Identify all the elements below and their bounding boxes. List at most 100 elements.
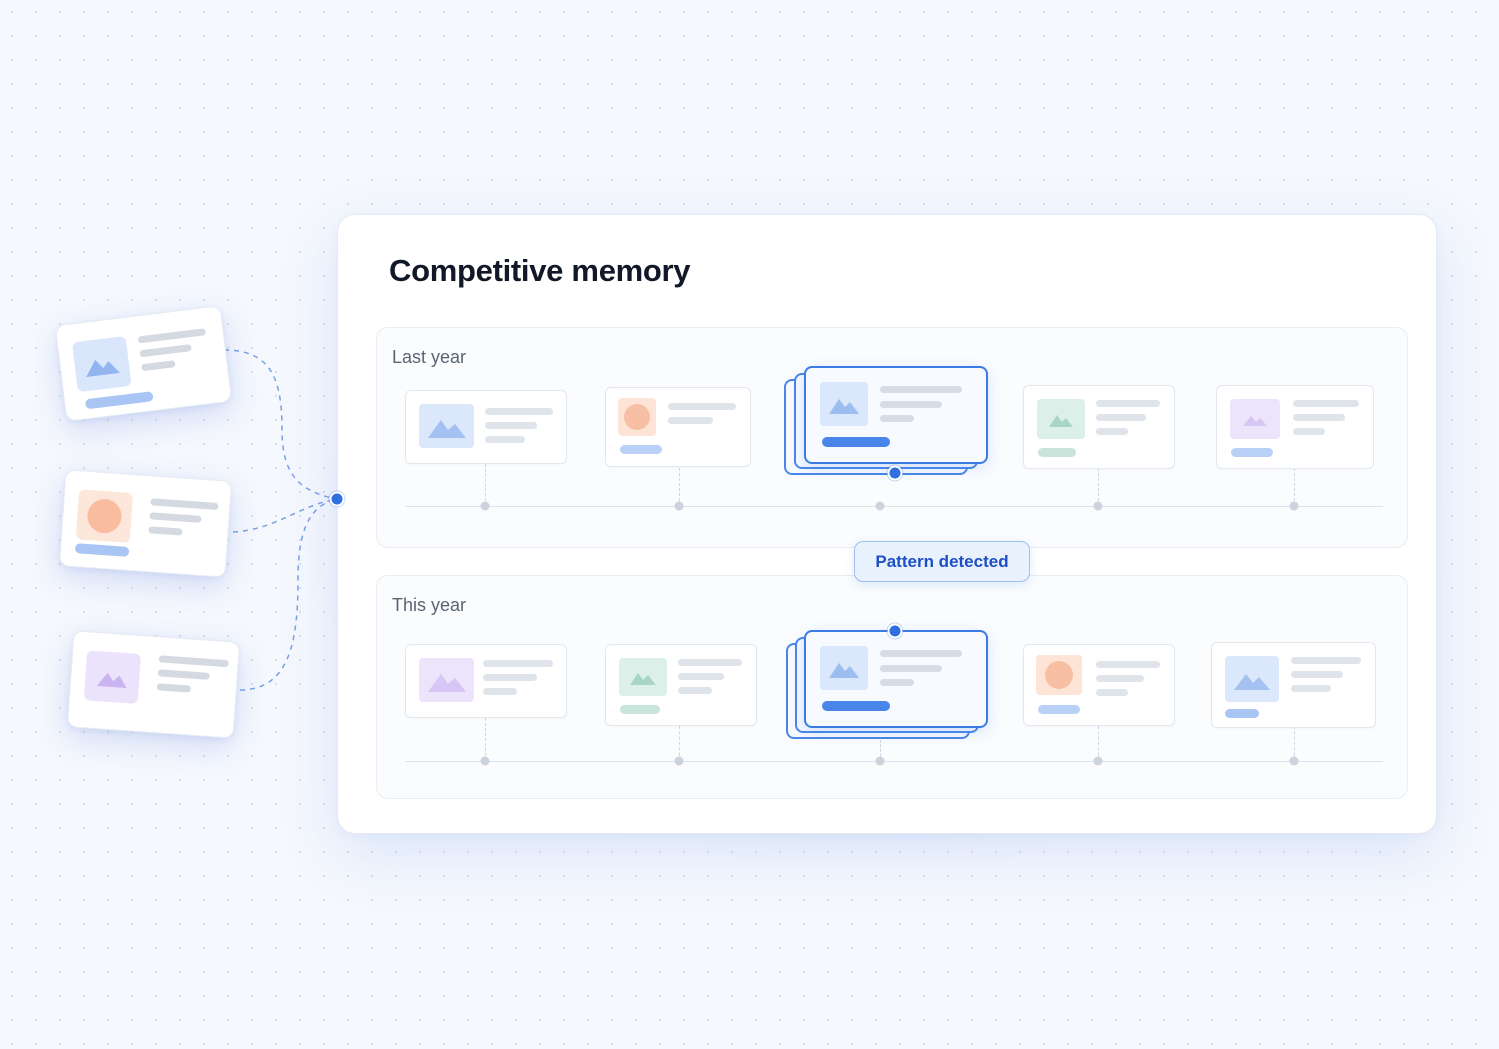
text-placeholder: [485, 408, 553, 415]
circle-avatar-icon: [1036, 655, 1082, 695]
text-placeholder: [1293, 400, 1359, 407]
text-placeholder: [1293, 414, 1345, 421]
timeline-dot: [875, 501, 885, 511]
text-placeholder: [1096, 675, 1144, 682]
text-placeholder: [485, 422, 537, 429]
text-placeholder: [880, 415, 914, 422]
timeline-card[interactable]: [1023, 644, 1175, 726]
highlight-bar: [822, 437, 890, 447]
text-placeholder: [157, 669, 210, 680]
timeline-card[interactable]: [605, 644, 757, 726]
timeline-tick: [880, 740, 882, 761]
tag-pill: [74, 543, 130, 557]
text-placeholder: [880, 401, 942, 408]
image-icon: [83, 650, 142, 704]
text-placeholder: [150, 498, 219, 511]
image-icon: [1037, 399, 1085, 439]
text-placeholder: [483, 688, 517, 695]
tag-pill: [1038, 448, 1076, 457]
timeline-line: [405, 506, 1383, 507]
text-placeholder: [149, 512, 202, 523]
text-placeholder: [1096, 689, 1128, 696]
highlighted-card-this-year[interactable]: [804, 630, 988, 728]
image-icon: [820, 382, 868, 426]
timeline-card[interactable]: [1216, 385, 1374, 469]
timeline-dot: [1289, 756, 1299, 766]
timeline-dot: [480, 501, 490, 511]
text-placeholder: [483, 660, 553, 667]
text-placeholder: [880, 665, 942, 672]
text-placeholder: [668, 417, 713, 424]
text-placeholder: [678, 673, 724, 680]
source-card-purple[interactable]: [66, 630, 241, 739]
circle-avatar-icon: [75, 489, 134, 543]
image-icon: [71, 335, 132, 393]
timeline-tick: [1098, 468, 1100, 506]
timeline-card[interactable]: [405, 644, 567, 718]
timeline-tick: [485, 464, 487, 506]
text-placeholder: [141, 360, 176, 372]
timeline-tick: [1294, 726, 1296, 761]
image-icon: [419, 404, 474, 448]
connector-node: [887, 465, 903, 481]
text-placeholder: [148, 526, 183, 536]
image-icon: [820, 646, 868, 690]
highlighted-card-last-year[interactable]: [804, 366, 988, 464]
timeline-card[interactable]: [405, 390, 567, 464]
tag-pill: [1038, 705, 1080, 714]
text-placeholder: [483, 674, 537, 681]
image-icon: [1225, 656, 1279, 702]
timeline-tick: [679, 468, 681, 506]
timeline-tick: [679, 726, 681, 761]
image-icon: [419, 658, 474, 702]
image-icon: [1230, 399, 1280, 439]
pattern-detected-badge[interactable]: Pattern detected: [854, 541, 1030, 582]
competitive-memory-panel: Competitive memory Last year: [337, 214, 1437, 834]
text-placeholder: [880, 650, 962, 657]
timeline-dot: [480, 756, 490, 766]
text-placeholder: [1291, 657, 1361, 664]
text-placeholder: [158, 655, 229, 668]
timeline-dot: [1093, 756, 1103, 766]
circle-avatar-icon: [618, 398, 656, 436]
text-placeholder: [1293, 428, 1325, 435]
panel-title: Competitive memory: [389, 253, 691, 288]
text-placeholder: [1096, 661, 1160, 668]
tag-pill: [620, 445, 662, 454]
tag-pill: [1225, 709, 1259, 718]
highlight-bar: [822, 701, 890, 711]
timeline-dot: [674, 756, 684, 766]
text-placeholder: [137, 328, 207, 344]
timeline-tick: [1098, 726, 1100, 761]
text-placeholder: [156, 683, 192, 693]
text-placeholder: [1096, 428, 1128, 435]
text-placeholder: [678, 659, 742, 666]
text-placeholder: [880, 679, 914, 686]
text-placeholder: [139, 344, 192, 358]
text-placeholder: [1096, 400, 1160, 407]
timeline-tick: [485, 718, 487, 761]
tag-pill: [84, 391, 154, 410]
text-placeholder: [1291, 685, 1331, 692]
text-placeholder: [1096, 414, 1146, 421]
text-placeholder: [678, 687, 712, 694]
timeline-dot: [1289, 501, 1299, 511]
timeline-dot: [674, 501, 684, 511]
connector-node: [887, 623, 903, 639]
source-card-image[interactable]: [54, 305, 233, 422]
timeline-card[interactable]: [1211, 642, 1376, 728]
section-label-last-year: Last year: [392, 347, 467, 367]
timeline-line: [405, 761, 1383, 762]
image-icon: [619, 658, 667, 696]
connector-node: [329, 491, 345, 507]
tag-pill: [1231, 448, 1273, 457]
timeline-card[interactable]: [605, 387, 751, 467]
timeline-dot: [1093, 501, 1103, 511]
timeline-tick: [1294, 468, 1296, 506]
text-placeholder: [485, 436, 525, 443]
text-placeholder: [1291, 671, 1343, 678]
timeline-card[interactable]: [1023, 385, 1175, 469]
text-placeholder: [880, 386, 962, 393]
source-card-person[interactable]: [58, 469, 233, 578]
section-label-this-year: This year: [392, 595, 467, 615]
